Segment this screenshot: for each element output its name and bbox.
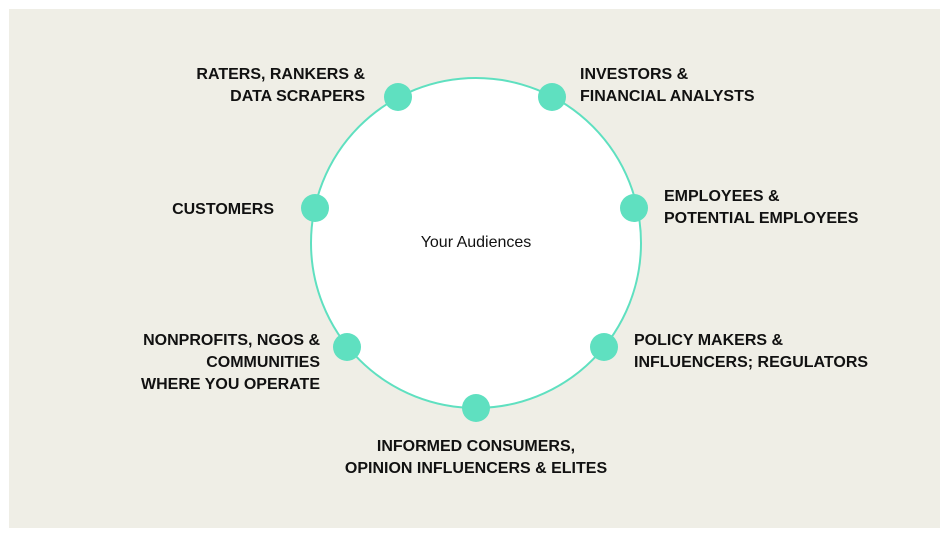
audience-label-raters: RATERS, RANKERS & DATA SCRAPERS: [196, 66, 365, 105]
audience-label-nonprofits: NONPROFITS, NGOS & COMMUNITIES WHERE YOU…: [141, 332, 320, 393]
audience-node-raters: [384, 83, 412, 111]
audience-node-consumers: [462, 394, 490, 422]
audience-label-customers: CUSTOMERS: [172, 201, 274, 218]
audience-label-policy-makers: POLICY MAKERS & INFLUENCERS; REGULATORS: [634, 332, 869, 371]
audience-node-policy: [590, 333, 618, 361]
audience-label-investors: INVESTORS & FINANCIAL ANALYSTS: [580, 66, 755, 105]
audience-node-investors: [538, 83, 566, 111]
audience-label-employees: EMPLOYEES & POTENTIAL EMPLOYEES: [664, 188, 859, 227]
audience-node-customers: [301, 194, 329, 222]
audience-node-employees: [620, 194, 648, 222]
center-label: Your Audiences: [420, 234, 532, 251]
audience-label-informed-consumers: INFORMED CONSUMERS, OPINION INFLUENCERS …: [344, 438, 608, 477]
audience-node-nonprofits: [333, 333, 361, 361]
